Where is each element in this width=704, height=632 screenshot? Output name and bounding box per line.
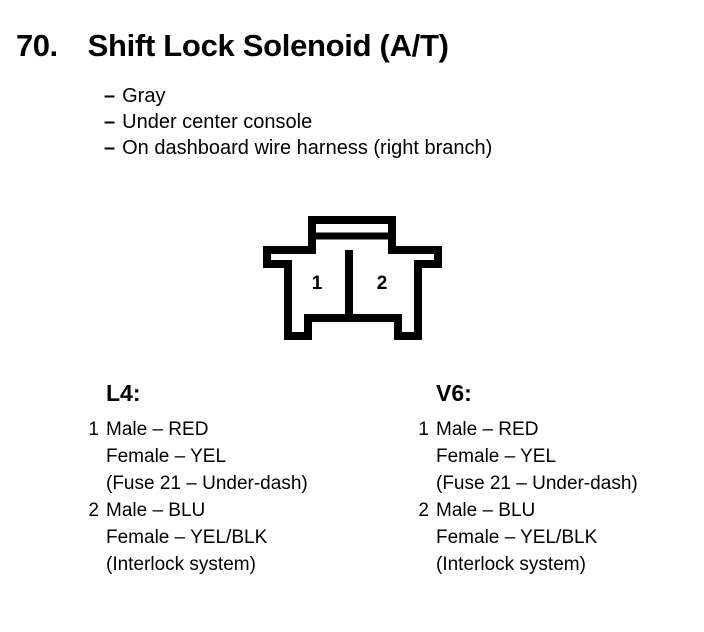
note-dash-icon: – [104,85,116,107]
pin-line: Female – YEL/BLK [106,527,268,548]
title-row: 70. Shift Lock Solenoid (A/T) [16,28,449,64]
note-text: Gray [122,85,166,107]
note-dash-icon: – [104,111,116,133]
note-item: – Under center console [104,109,492,135]
pin-line: Male – BLU [436,500,536,521]
page-title: Shift Lock Solenoid (A/T) [87,28,449,63]
column-heading-v6: V6: [436,380,472,406]
pin-line: (Interlock system) [436,554,586,575]
pin-line: Male – BLU [106,500,206,521]
pin-lines: Male – BLU Female – YEL/BLK (Interlock s… [106,497,267,578]
pin-entry: 1 Male – RED Female – YEL (Fuse 21 – Und… [408,416,638,497]
notes-list: – Gray – Under center console – On dashb… [104,83,492,161]
note-item: – On dashboard wire harness (right branc… [104,135,492,161]
pin-line: Female – YEL [106,446,227,467]
pin-line: (Fuse 21 – Under-dash) [436,473,638,494]
pin-lines: Male – RED Female – YEL (Fuse 21 – Under… [436,416,638,497]
pin-line: (Fuse 21 – Under-dash) [106,473,308,494]
column-heading-l4: L4: [106,380,141,406]
note-item: – Gray [104,83,492,109]
connector-diagram: 1 2 [258,210,448,350]
pin-index: 1 [88,419,99,440]
pin-line: Male – RED [106,419,209,440]
pin-index: 2 [418,500,429,521]
pin-index: 2 [88,500,99,521]
pin-entry: 2 Male – BLU Female – YEL/BLK (Interlock… [78,497,308,578]
pin-entry: 2 Male – BLU Female – YEL/BLK (Interlock… [408,497,638,578]
pin-1-label: 1 [312,273,323,294]
pin-line: Female – YEL [436,446,557,467]
pin-lines: Male – BLU Female – YEL/BLK (Interlock s… [436,497,597,578]
pin-line: Female – YEL/BLK [436,527,598,548]
note-text: Under center console [122,111,313,133]
pin-index: 1 [418,419,429,440]
pinout-column-l4: L4: 1 Male – RED Female – YEL (Fuse 21 –… [78,380,308,578]
item-number: 70. [16,28,58,63]
pin-lines: Male – RED Female – YEL (Fuse 21 – Under… [106,416,308,497]
pin-line: Male – RED [436,419,539,440]
connector-svg: 1 2 [263,216,442,340]
pin-2-label: 2 [377,273,388,294]
pinout-column-v6: V6: 1 Male – RED Female – YEL (Fuse 21 –… [408,380,638,578]
pin-entry: 1 Male – RED Female – YEL (Fuse 21 – Und… [78,416,308,497]
note-text: On dashboard wire harness (right branch) [122,137,493,159]
connector-body-outline [263,216,442,340]
note-dash-icon: – [104,137,116,159]
pin-line: (Interlock system) [106,554,256,575]
